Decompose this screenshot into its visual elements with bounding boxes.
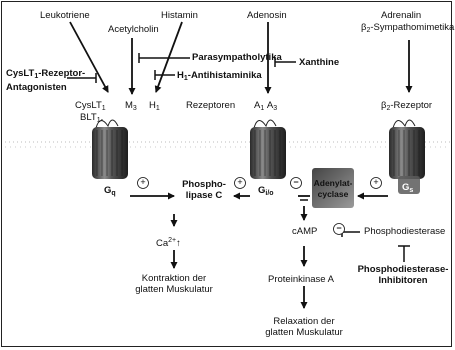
ac-line1: Adenylat- <box>313 178 353 188</box>
plc-line2: lipase C <box>185 190 223 201</box>
blocker-h1-antihistaminika: H1-Antihistaminika <box>177 70 262 84</box>
beta2-symbol: β <box>381 100 387 111</box>
gprotein-gio: Gi/o <box>258 185 274 199</box>
pde-inhibitoren-line2: Inhibitoren <box>378 275 428 286</box>
effector-adenylatcyclase: Adenylat-cyclase <box>312 178 354 200</box>
ligand-acetylcholin: Acetylcholin <box>108 24 159 35</box>
signaling-arrows <box>130 192 388 309</box>
antihistaminika-text: -Antihistaminika <box>187 70 262 81</box>
gprotein-gq: Gq <box>104 185 116 199</box>
beta-subscript: 2 <box>366 27 371 34</box>
sign-minus-gio-ac: − <box>293 177 299 187</box>
gs-text: G <box>402 182 410 193</box>
cell-membrane <box>5 141 450 148</box>
h1-sub: 1 <box>155 105 160 112</box>
ligand-adenosin: Adenosin <box>247 10 287 21</box>
blt-text: BLT <box>80 112 97 123</box>
sign-plus-gs-ac: + <box>373 177 379 187</box>
receptor-cyslt-m3-h1 <box>92 119 128 179</box>
m-text: M <box>125 100 133 111</box>
kontraktion-line1: Kontraktion der <box>141 273 207 284</box>
beta2-text: -Rezeptor <box>390 100 433 111</box>
receptor-label-m3: M3 <box>125 100 137 114</box>
h-text: H <box>177 70 184 81</box>
ligand-adrenalin: Adrenalin <box>381 10 422 21</box>
receptor-label-blt: BLT1, <box>80 112 103 126</box>
gprotein-gs: Gs <box>402 182 413 196</box>
antagonisten-text: Antagonisten <box>6 82 67 93</box>
ca-text: Ca <box>156 238 169 249</box>
ca-arrow: ↑ <box>176 238 181 249</box>
rezeptor-text: -Rezeptor- <box>38 68 86 79</box>
figure-border <box>1 1 452 347</box>
effector-phosphodiesterase: Phosphodiesterase <box>364 226 446 237</box>
ac-line2: cyclase <box>317 189 349 199</box>
sign-plus-gq-plc: + <box>140 177 146 187</box>
adenylate-cyclase-block <box>312 168 354 208</box>
gq-sub: q <box>111 190 116 197</box>
sympathomimetika-text: -Sympathomimetika <box>370 22 455 33</box>
blt-comma: , <box>100 112 104 123</box>
receptor-label-rezeptoren: Rezeptoren <box>186 100 236 111</box>
gio-sub: i/o <box>265 190 274 197</box>
gs-sub: s <box>409 187 414 194</box>
relaxation-line1: Relaxation der <box>273 316 335 327</box>
ligand-histamin: Histamin <box>161 10 198 21</box>
inhibitor-lines <box>67 53 410 262</box>
sign-plus-gio-plc: + <box>237 177 243 187</box>
ligand-sympathomimetika: β2-Sympathomimetika <box>361 22 454 36</box>
messenger-calcium: Ca2+↑ <box>156 235 181 249</box>
a3-text: A <box>266 100 274 111</box>
gq-text: G <box>104 185 112 196</box>
receptor-label-cyslt: CysLT1 <box>75 100 106 114</box>
cyslt-r-sub: 1 <box>101 105 106 112</box>
a1-text: A <box>254 100 261 111</box>
messenger-proteinkinase-a: Proteinkinase A <box>268 274 335 285</box>
kontraktion-line2: glatten Muskulatur <box>135 284 213 295</box>
receptor-a1-a3 <box>250 119 286 179</box>
ligand-leukotriene: Leukotriene <box>40 10 90 21</box>
gio-text: G <box>258 185 266 196</box>
relaxation-line2: glatten Muskulatur <box>265 327 343 338</box>
messenger-camp: cAMP <box>292 226 318 237</box>
receptor-label-a1-a3: A1 A3 <box>254 100 277 114</box>
receptor-label-h1: H1 <box>149 100 160 114</box>
m-sub: 3 <box>132 105 137 112</box>
sign-circles <box>137 177 382 235</box>
ligand-arrows <box>69 21 413 95</box>
receptor-beta2 <box>389 119 425 194</box>
h1-text: H <box>149 100 156 111</box>
plc-line1: Phospho- <box>182 179 226 190</box>
effector-phospholipase-c: Phospho-lipase C <box>176 179 232 201</box>
receptor-label-beta2: β2-Rezeptor <box>381 100 432 114</box>
a1-sub: 1 <box>260 105 265 112</box>
blt-sub: 1 <box>96 117 101 124</box>
h-sub: 1 <box>183 75 188 82</box>
a3-sub: 3 <box>273 105 278 112</box>
blocker-xanthine: Xanthine <box>299 57 340 68</box>
cyslt-r-text: CysLT <box>75 100 102 111</box>
cyslt-text: CysLT <box>6 68 35 79</box>
pde-inhibitoren-line1: Phosphodiesterase- <box>357 264 449 275</box>
sign-minus-pde-camp: − <box>336 223 342 233</box>
beta-symbol: β <box>361 22 367 33</box>
ca-sup: 2+ <box>168 237 177 244</box>
cyslt-sub: 1 <box>34 73 39 80</box>
blocker-pde-inhibitoren: Phosphodiesterase-Inhibitoren <box>355 264 451 286</box>
beta2-sub: 2 <box>386 105 391 112</box>
blocker-cyslt-antagonists: CysLT1-Rezeptor- Antagonisten <box>6 68 85 93</box>
blocker-parasympatholytika: Parasympatholytika <box>192 52 282 63</box>
